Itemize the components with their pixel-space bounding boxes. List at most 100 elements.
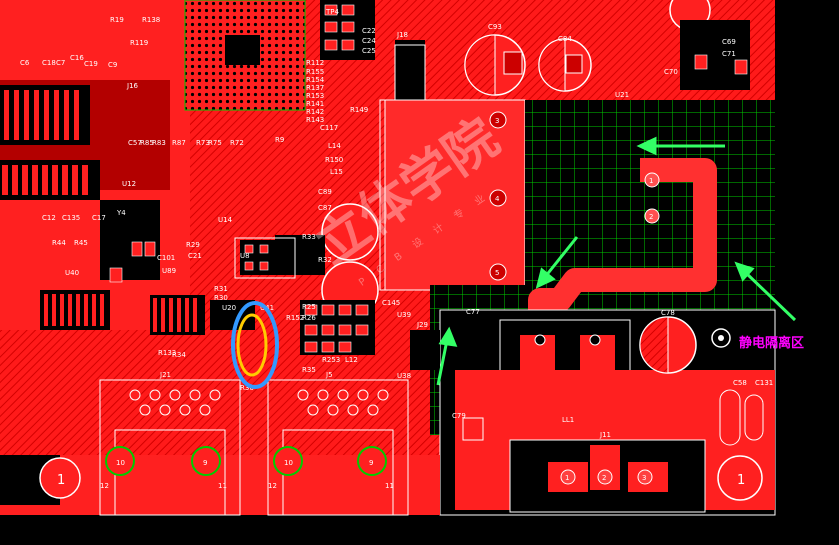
label-r85: R85: [140, 139, 154, 147]
label-c16: C16: [70, 54, 84, 62]
label-c18: C18: [42, 59, 56, 67]
label-r142: R142: [306, 108, 324, 116]
label-c22: C22: [362, 27, 376, 35]
label-c79: C79: [452, 412, 466, 420]
label-c70: C70: [664, 68, 678, 76]
label-c131: C131: [755, 379, 773, 387]
label-r253: R253: [322, 356, 340, 364]
label-c145: C145: [382, 299, 400, 307]
label-r25: R25: [302, 303, 316, 311]
label-r141: R141: [306, 100, 324, 108]
label-c58: C58: [733, 379, 747, 387]
pin-label-j11-2: 2: [602, 474, 606, 482]
silkscreen-outlines: [234, 44, 426, 291]
label-r112: R112: [306, 59, 324, 67]
pin-label-9a: 9: [203, 459, 207, 467]
left-components: [0, 85, 205, 335]
label-c21: C21: [188, 252, 202, 260]
esd-isolation-zone-label: 静电隔离区: [739, 336, 805, 351]
label-u89: U89: [162, 267, 176, 275]
label-r133: R133: [158, 349, 176, 357]
label-j18: J18: [396, 31, 408, 39]
label-r152: R152: [286, 314, 304, 322]
label-r119: R119: [130, 39, 148, 47]
label-c101: C101: [157, 254, 175, 262]
label-u21: U21: [615, 91, 629, 99]
label-u12: U12: [122, 180, 136, 188]
pin-label-plate-3: 3: [495, 117, 499, 125]
label-r34: R34: [172, 351, 186, 359]
label-ll1: LL1: [562, 416, 574, 424]
silkscreen-labels: R19 R138 TP4 C22 C24 C25 J18 C93 C84 C69…: [20, 8, 773, 490]
annotation-arrows: [436, 136, 797, 386]
label-r138: R138: [142, 16, 160, 24]
label-r31: R31: [214, 285, 228, 293]
label-r150: R150: [325, 156, 343, 164]
label-u14: U14: [218, 216, 233, 224]
label-r29: R29: [186, 241, 200, 249]
label-r35: R35: [302, 366, 316, 374]
label-c117: C117: [320, 124, 338, 132]
pin-label-1-left: 1: [57, 473, 65, 488]
label-r153: R153: [306, 92, 324, 100]
label-j11: J11: [599, 431, 611, 439]
label-c77: C77: [466, 308, 480, 316]
pin-label-j11-3: 3: [642, 474, 646, 482]
bga-footprint: [184, 0, 306, 111]
label-c87: C87: [318, 204, 332, 212]
label-r154: R154: [306, 76, 325, 84]
label-c69: C69: [722, 38, 736, 46]
label-j21: J21: [159, 371, 171, 379]
label-u39: U39: [397, 311, 411, 319]
label-c24: C24: [362, 37, 376, 45]
label-r44: R44: [52, 239, 66, 247]
pin-label-10a: 10: [116, 459, 125, 467]
label-r143: R143: [306, 116, 324, 124]
pin-label-12a: 12: [100, 482, 109, 490]
label-r73: R73: [196, 139, 210, 147]
label-y4: Y4: [116, 209, 126, 217]
pin-label-11a: 11: [218, 482, 227, 490]
label-l15: L15: [330, 168, 343, 176]
label-r137: R137: [306, 84, 324, 92]
pin-label-plate-5: 5: [495, 269, 499, 277]
label-j16: J16: [126, 82, 139, 90]
pin-label-9b: 9: [369, 459, 373, 467]
label-l14: L14: [328, 142, 341, 150]
watermark-logo: [231, 301, 279, 389]
label-r36: R36: [240, 384, 254, 392]
label-c6: C6: [20, 59, 30, 67]
label-r149: R149: [350, 106, 368, 114]
label-r75: R75: [208, 139, 222, 147]
label-c89: C89: [318, 188, 332, 196]
bottom-connectors: [0, 379, 440, 516]
pin-label-j11-1: 1: [565, 474, 569, 482]
label-j5: J5: [325, 371, 333, 379]
pin-label-10b: 10: [284, 459, 293, 467]
electrolytic-caps: [321, 0, 711, 319]
label-r72: R72: [230, 139, 244, 147]
label-r87: R87: [172, 139, 186, 147]
label-c84: C84: [558, 35, 572, 43]
label-c17: C17: [92, 214, 106, 222]
label-u20: U20: [222, 304, 236, 312]
label-c71: C71: [722, 50, 736, 58]
pin-label-plate-4: 4: [495, 195, 500, 203]
label-u38: U38: [397, 372, 411, 380]
pin-label-trace-2: 2: [649, 213, 653, 221]
pin-label-12b: 12: [268, 482, 277, 490]
pin-label-1-right: 1: [737, 473, 745, 488]
label-r19: R19: [110, 16, 124, 24]
label-c9: C9: [108, 61, 117, 69]
label-c57: C57: [128, 139, 142, 147]
label-u40: U40: [65, 269, 79, 277]
label-r30: R30: [214, 294, 228, 302]
label-c135: C135: [62, 214, 80, 222]
label-r9: R9: [275, 136, 284, 144]
label-l12: L12: [345, 356, 358, 364]
label-c7: C7: [56, 59, 65, 67]
label-c19: C19: [84, 60, 98, 68]
label-u8: U8: [240, 252, 250, 260]
